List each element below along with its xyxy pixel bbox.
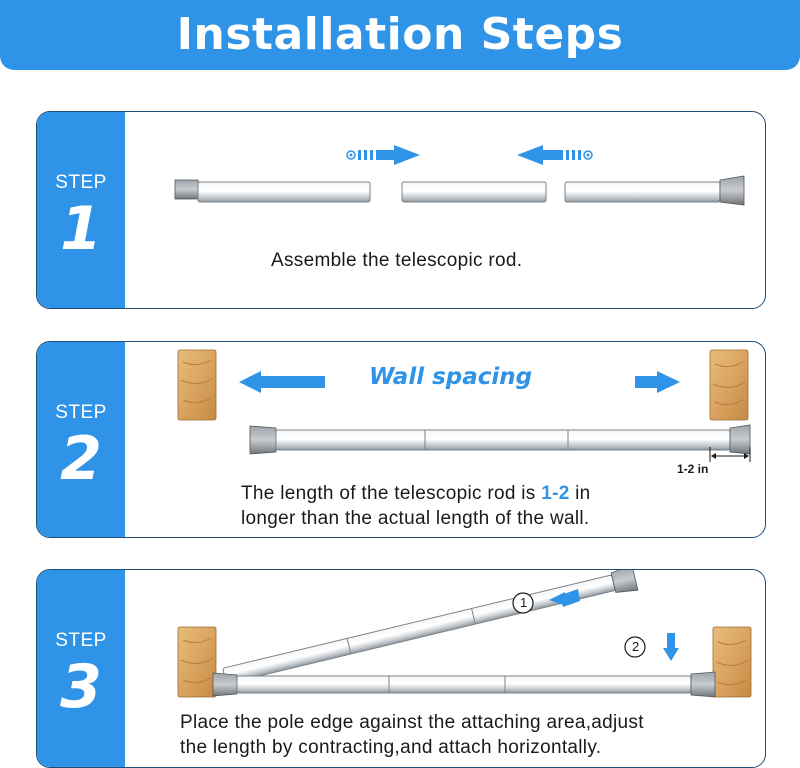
left-arrow-icon <box>346 145 420 165</box>
marker-1-label: 1 <box>520 595 528 610</box>
right-wall-block <box>709 349 749 421</box>
horizontal-rod <box>212 671 716 698</box>
step-1-label: STEP <box>55 172 107 193</box>
step-1-card: STEP 1 <box>36 111 766 309</box>
down-arrow-icon <box>663 633 679 661</box>
step-2-illustration <box>177 349 751 462</box>
step-2-tab: STEP 2 <box>37 342 125 537</box>
arrow-right-icon <box>635 371 680 393</box>
arrow-left-icon <box>239 371 325 393</box>
step-1-illustration <box>174 145 745 206</box>
marker-2-circle-icon <box>624 636 646 658</box>
step-2-text-after: in <box>569 483 591 504</box>
tilted-rod <box>222 570 639 684</box>
step-2-card: STEP 2 <box>36 341 766 538</box>
step-3-card: STEP 3 <box>36 569 766 768</box>
step-2-label: STEP <box>55 402 107 423</box>
step-2-text-line2: longer than the actual length of the wal… <box>241 508 590 529</box>
step-2-text: The length of the telescopic rod is 1-2 … <box>241 481 591 531</box>
step-1-text: Assemble the telescopic rod. <box>271 250 523 271</box>
right-arrow-icon <box>517 145 593 165</box>
marker-2-label: 2 <box>632 639 640 654</box>
step-3-text-line2: the length by contracting,and attach hor… <box>180 737 602 758</box>
measure-label: 1-2 in <box>677 462 709 476</box>
wall-spacing-label: Wall spacing <box>369 364 533 390</box>
step-3-tab: STEP 3 <box>37 570 125 767</box>
left-wall-block <box>177 349 217 421</box>
step-1-number: 1 <box>60 194 102 264</box>
right-wall-block <box>712 626 752 698</box>
step-3-text-line1: Place the pole edge against the attachin… <box>180 712 644 733</box>
rod-left-piece <box>174 179 371 203</box>
step-3-label: STEP <box>55 630 107 651</box>
step-3-number: 3 <box>60 652 102 722</box>
rod-middle-piece <box>401 181 547 203</box>
title-banner: Installation Steps <box>0 0 800 70</box>
step-3-illustration <box>177 570 752 698</box>
step-1-tab: STEP 1 <box>37 112 125 308</box>
step-2-text-emphasis: 1-2 <box>541 483 570 504</box>
telescopic-rod <box>249 424 751 455</box>
push-arrow-icon <box>549 589 580 607</box>
step-2-text-before: The length of the telescopic rod is <box>241 483 542 504</box>
rod-right-piece <box>564 175 745 206</box>
measure-marker <box>709 447 751 462</box>
step-2-number: 2 <box>60 424 102 494</box>
page-title: Installation Steps <box>176 9 624 60</box>
marker-1-circle-icon <box>512 592 534 614</box>
step-3-text: Place the pole edge against the attachin… <box>180 710 644 760</box>
left-wall-block <box>177 626 217 698</box>
